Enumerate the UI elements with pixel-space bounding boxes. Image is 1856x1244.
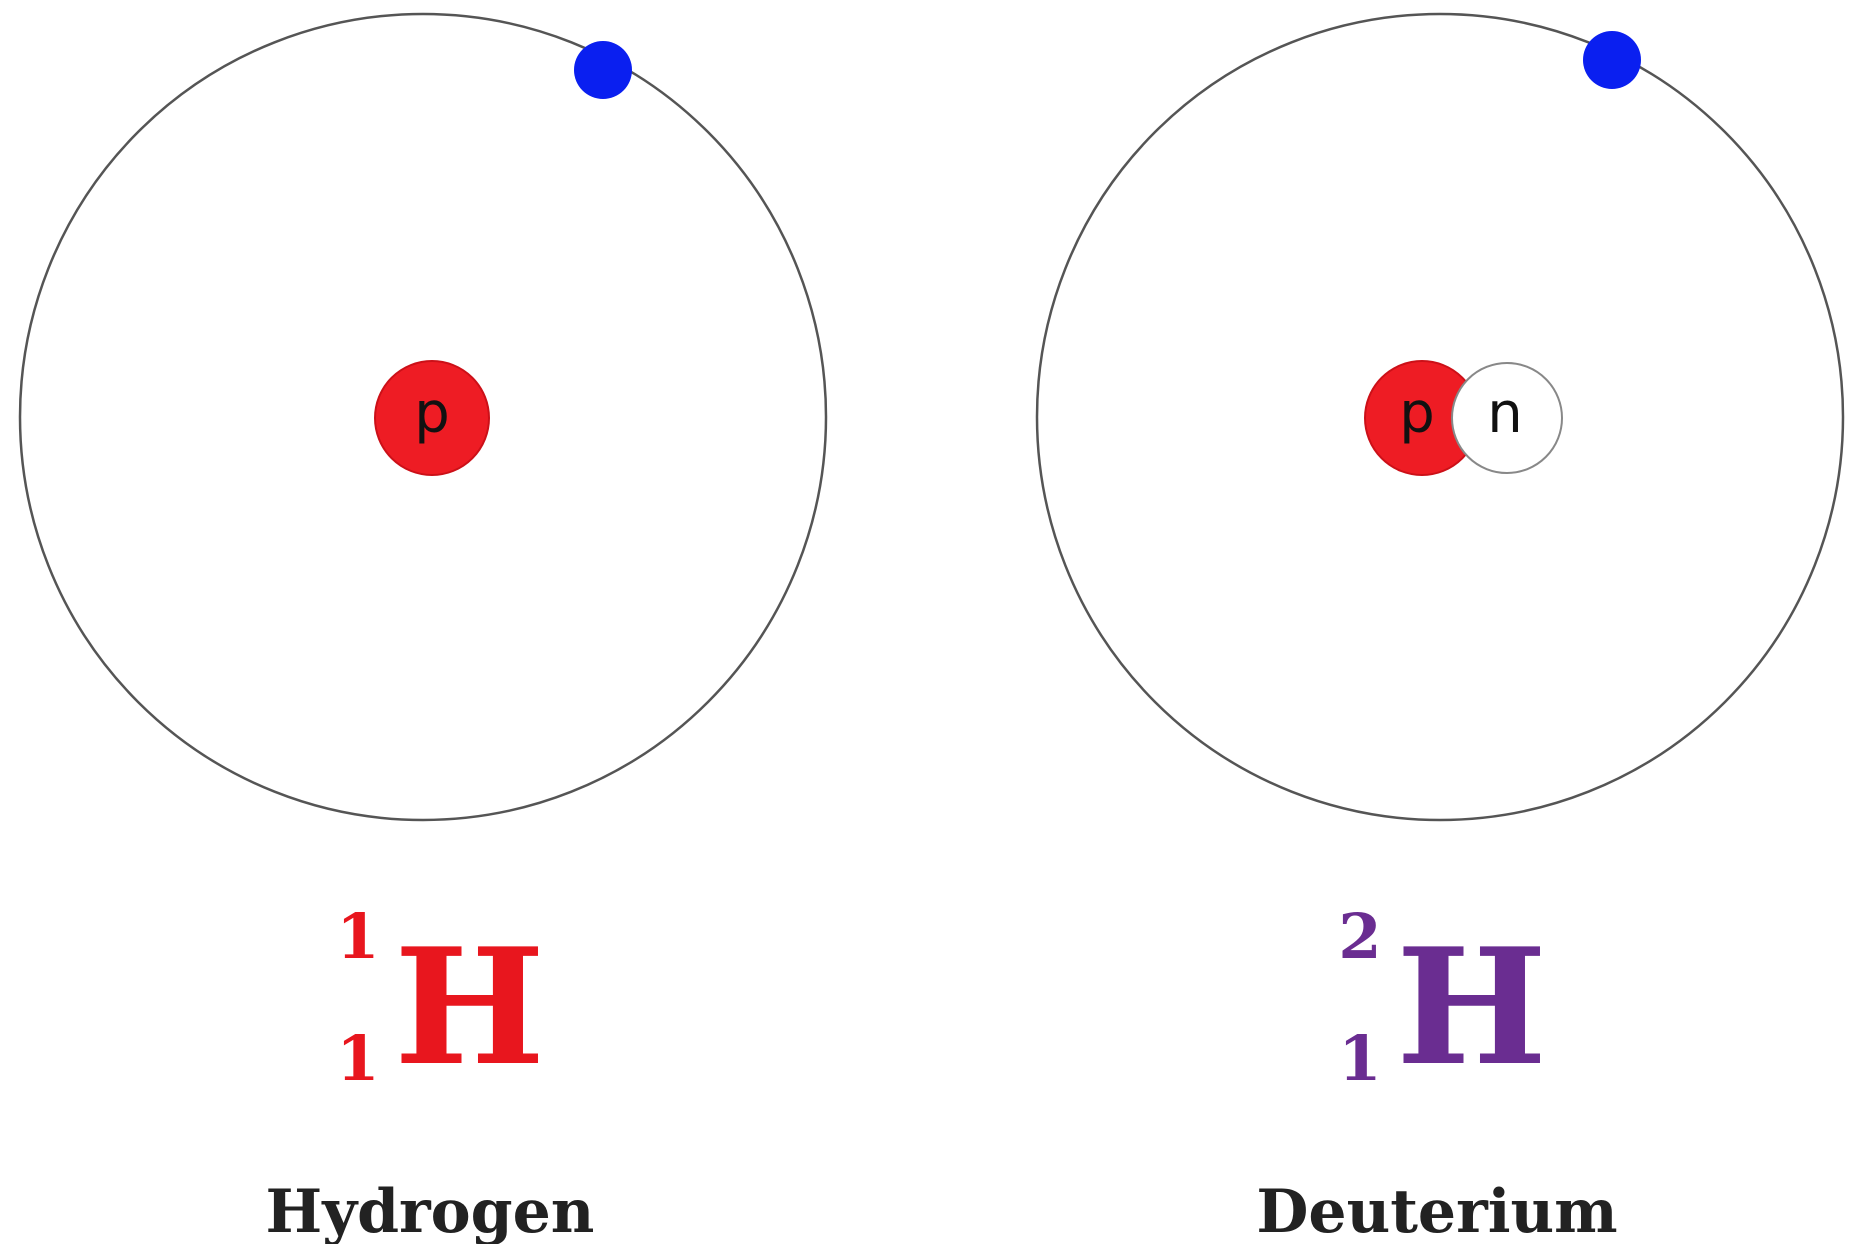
deuterium-nucleus: p n [1364,360,1563,476]
deuterium-neutron [1451,362,1563,474]
hydrogen-notation: 1 1 H [336,900,545,1101]
hydrogen-atomic-number: 1 [336,1022,379,1095]
hydrogen-proton [374,360,490,476]
deuterium-mass-number: 2 [1338,900,1381,973]
deuterium-orbit [1035,12,1845,822]
deuterium-symbol: H [1396,913,1547,1101]
hydrogen-atom: p 1 1 H Hydrogen [18,12,828,1244]
hydrogen-nucleus: p [374,360,490,476]
deuterium-atom: p n 2 1 H Deuterium [1035,12,1845,1244]
hydrogen-electron [574,41,632,99]
deuterium-neutron-label: n [1487,381,1523,446]
hydrogen-orbit [18,12,828,822]
deuterium-notation: 2 1 H [1338,900,1547,1101]
deuterium-electron [1583,31,1641,89]
deuterium-atomic-number: 1 [1338,1022,1381,1095]
hydrogen-name: Hydrogen [266,1177,595,1244]
hydrogen-symbol: H [394,913,545,1101]
hydrogen-mass-number: 1 [336,900,379,973]
deuterium-proton-label: p [1399,381,1435,446]
hydrogen-proton-label: p [414,381,450,446]
deuterium-name: Deuterium [1256,1177,1617,1244]
